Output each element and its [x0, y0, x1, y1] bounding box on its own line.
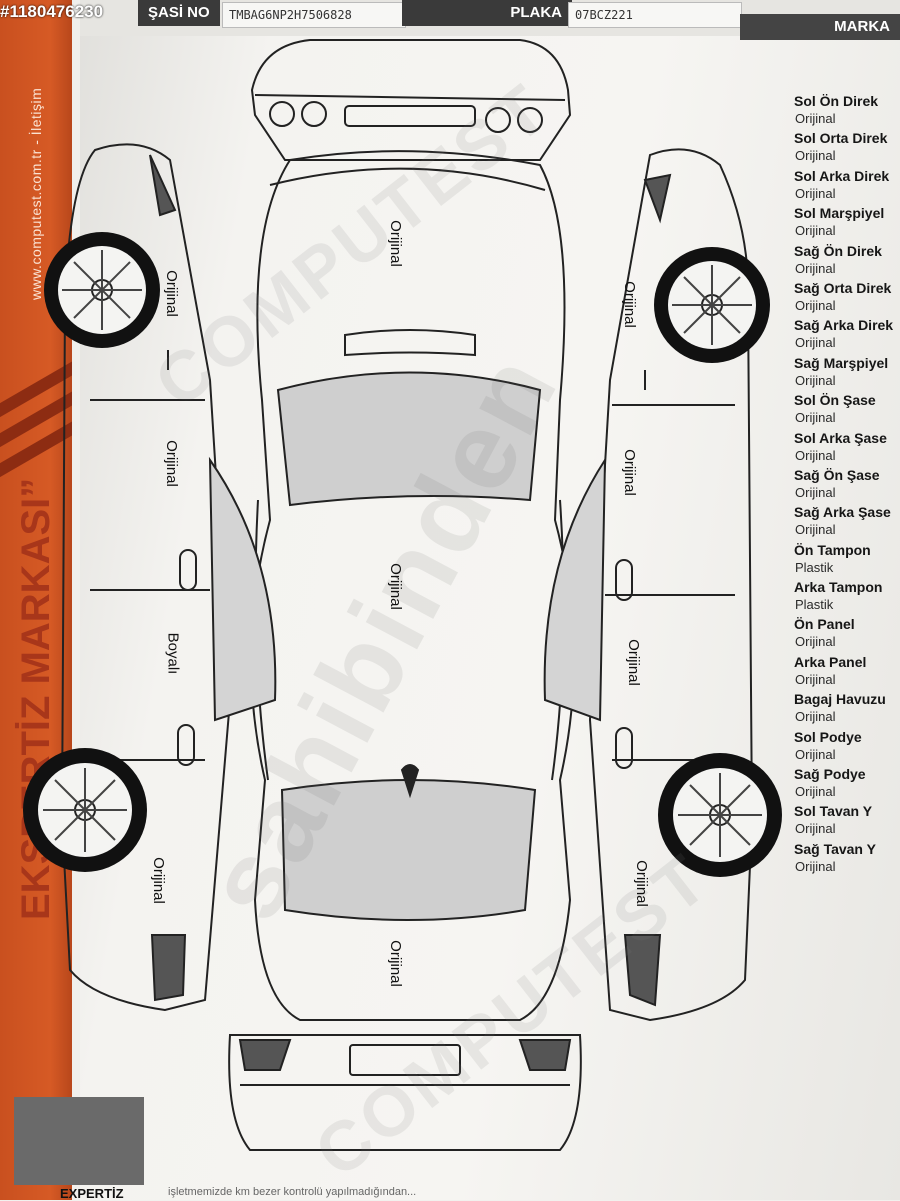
part-value: Orijinal [795, 297, 836, 313]
part-value: Orijinal [795, 522, 836, 538]
headlight-right [485, 107, 511, 133]
part-value: Orijinal [795, 223, 836, 239]
rear-window [280, 779, 537, 921]
part-name: Arka Tampon [794, 579, 883, 596]
chassis-value: TMBAG6NP2H7506828 [222, 2, 406, 28]
part-value: Orijinal [795, 185, 836, 201]
rear-view-outline [228, 1034, 582, 1151]
part-name: Sol Ön Şase [794, 392, 876, 409]
part-value: Orijinal [795, 410, 836, 426]
part-name: Sol Ön Direk [794, 93, 879, 109]
part-value: Plastik [795, 597, 834, 613]
part-name: Sağ Tavan Y [794, 840, 876, 857]
part-value: Orijinal [795, 335, 836, 351]
part-name: Sağ Orta Direk [794, 279, 892, 296]
part-value: Orijinal [795, 484, 836, 500]
brand-label: MARKA [740, 14, 900, 40]
part-name: Sol Podye [794, 728, 862, 745]
label-left-front-fender: Orijinal [162, 270, 180, 317]
front-view-outline [250, 39, 572, 161]
part-value: Orijinal [795, 634, 836, 650]
label-right-front-fender: Orijinal [620, 281, 638, 328]
plate-label: PLAKA [402, 0, 572, 26]
part-name: Sol Arka Şase [794, 429, 887, 446]
strip-divider [72, 0, 80, 1200]
label-roof: Orijinal [386, 563, 404, 610]
hood-scoop [344, 329, 476, 357]
part-value: Orijinal [795, 671, 836, 687]
label-left-front-door: Orijinal [162, 440, 180, 487]
part-name: Sağ Arka Şase [794, 504, 891, 521]
part-name: Sol Orta Direk [794, 130, 888, 147]
part-value: Orijinal [795, 746, 836, 762]
part-name: Ön Tampon [794, 541, 871, 558]
part-name: Sol Arka Direk [794, 167, 890, 184]
header-bar: ŞASİ NO TMBAG6NP2H7506828 PLAKA 07BCZ221… [0, 0, 900, 40]
label-left-rear-door: Boyalı [164, 632, 182, 675]
footer-text: işletmemizde km bezer kontrolü yapılmadı… [168, 1186, 417, 1198]
chassis-label: ŞASİ NO [138, 0, 220, 26]
part-value: Orijinal [795, 447, 836, 463]
label-trunk: Orijinal [386, 940, 404, 987]
label-hood: Orijinal [386, 220, 404, 267]
headlight-left [269, 101, 295, 127]
part-value: Orijinal [795, 372, 836, 388]
part-name: Sol Tavan Y [794, 803, 873, 820]
part-name: Sağ Marşpiyel [794, 354, 889, 371]
part-value: Orijinal [795, 709, 836, 725]
footer-label: EXPERTİZ [60, 1186, 124, 1201]
part-value: Orijinal [795, 858, 836, 874]
label-left-rear-fender: Orijinal [149, 857, 167, 904]
part-name: Sağ Arka Direk [794, 317, 894, 334]
part-name: Sol Marşpiyel [794, 205, 885, 222]
top-body-outline [250, 150, 575, 1021]
label-right-rear-fender: Orijinal [632, 860, 650, 907]
part-value: Orijinal [795, 260, 836, 276]
part-name: Sağ Ön Direk [794, 242, 882, 259]
part-name: Sağ Podye [794, 766, 866, 783]
part-value: Orijinal [795, 821, 836, 837]
label-right-front-door: Orijinal [620, 449, 638, 496]
part-value: Orijinal [795, 148, 836, 164]
part-name: Ön Panel [794, 616, 855, 633]
plate-value: 07BCZ221 [568, 2, 742, 28]
windshield [276, 371, 542, 507]
listing-id: #1180476230 [0, 2, 104, 21]
part-name: Sağ Ön Şase [794, 466, 880, 483]
part-value: Orijinal [795, 111, 836, 126]
part-name: Arka Panel [794, 653, 867, 670]
part-value: Plastik [795, 559, 834, 575]
redaction-box [14, 1097, 144, 1185]
wheels [23, 232, 782, 877]
label-right-rear-door: Orijinal [624, 639, 642, 686]
brand-side-strip [0, 0, 80, 1200]
left-side-outline [60, 143, 232, 1012]
car-damage-diagram [23, 39, 782, 1151]
part-name: Bagaj Havuzu [794, 691, 886, 708]
part-value: Orijinal [795, 784, 836, 800]
